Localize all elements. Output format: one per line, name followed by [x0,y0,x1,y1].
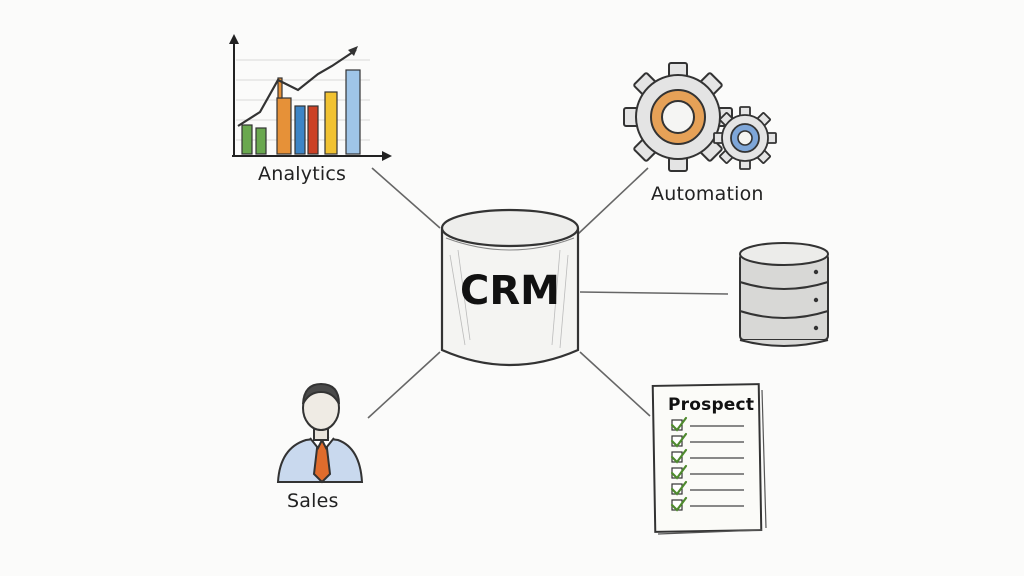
database-icon [739,242,829,347]
automation-label: Automation [651,183,764,205]
connector-prospect [579,351,651,417]
salesperson-icon [276,382,364,484]
connector-sales [367,351,441,419]
analytics-label: Analytics [258,163,347,185]
crm-cylinder-icon [440,208,580,367]
connector-database [579,291,729,295]
crm-label: CRM [460,268,560,314]
connectors [367,167,729,419]
prospect-label: Prospect [668,395,755,415]
gears-icon [623,62,777,172]
connector-automation [577,167,649,235]
connector-analytics [371,167,441,229]
bar-chart-icon [229,34,392,161]
sales-label: Sales [287,490,339,512]
checklist-icon [651,383,767,535]
